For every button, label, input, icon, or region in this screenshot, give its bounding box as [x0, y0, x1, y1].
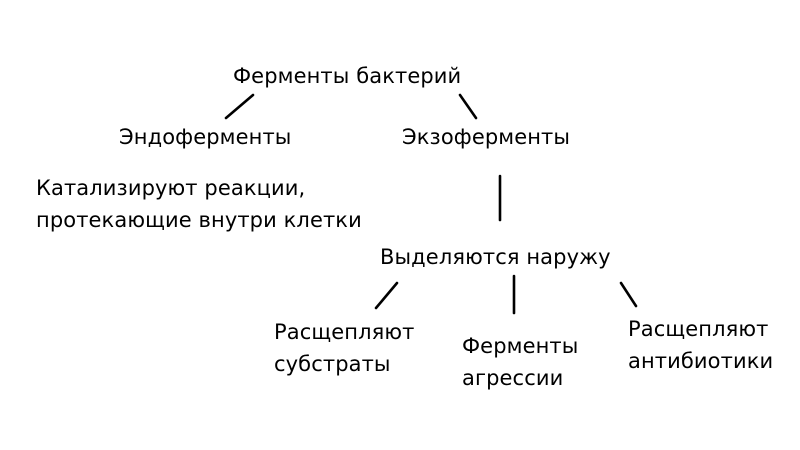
child-substrates-line-2: субстраты [274, 352, 391, 376]
secreted-node: Выделяются наружу [380, 243, 611, 271]
root-label: Ферменты бактерий [233, 64, 462, 88]
child-antibiotics-line-1: Расщепляют [628, 317, 769, 341]
child-aggression-line-2: агрессии [462, 366, 564, 390]
endo-label: Эндоферменты [119, 125, 292, 149]
child-aggression-line-1: Ферменты [462, 334, 579, 358]
connector-root-to-exo [458, 93, 478, 120]
exo-label: Экзоферменты [402, 125, 571, 149]
child-substrates-line-1: Расщепляют [274, 320, 415, 344]
connector-secreted-to-substrates [374, 281, 399, 310]
child-antibiotics: Расщепляют антибиотики [628, 313, 773, 377]
exo-node: Экзоферменты [402, 123, 570, 151]
connector-root-to-endo [224, 93, 255, 120]
child-substrates: Расщепляют субстраты [274, 316, 414, 380]
secreted-label: Выделяются наружу [380, 245, 611, 269]
connector-secreted-to-antibiotics [619, 281, 638, 308]
endo-description: Катализируют реакции, протекающие внутри… [36, 172, 362, 236]
endo-description-line-2: протекающие внутри клетки [36, 208, 362, 232]
endo-node: Эндоферменты [119, 123, 291, 151]
endo-description-line-1: Катализируют реакции, [36, 176, 306, 200]
root-node: Ферменты бактерий [233, 62, 461, 90]
child-antibiotics-line-2: антибиотики [628, 349, 774, 373]
child-aggression: Ферменты агрессии [462, 330, 578, 394]
